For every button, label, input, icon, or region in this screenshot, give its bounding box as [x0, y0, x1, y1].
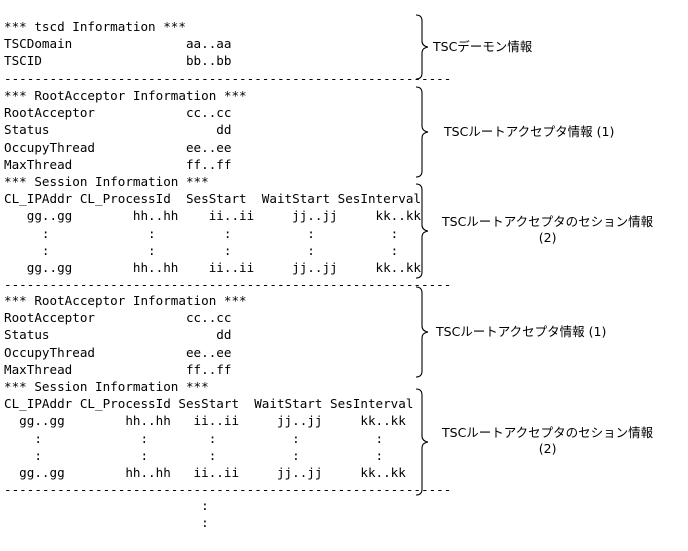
note-session-info-2: TSCルートアクセプタのセション情報 (2) [442, 425, 653, 457]
note-root-acceptor-info-2: TSCルートアクセプタ情報 (1) [436, 324, 606, 340]
ellipsis-line: : [4, 498, 209, 513]
separator-line: ----------------------------------------… [4, 482, 452, 498]
note-text: TSCデーモン情報 [433, 39, 533, 54]
session-ellipsis-row: : : : : : [4, 430, 384, 446]
session-column-headers: CL_IPAddr CL_ProcessId SesStart WaitStar… [4, 191, 422, 207]
status-line: Status dd [4, 327, 232, 343]
ellipsis-line: : [4, 515, 209, 531]
trailing-ellipsis: : : [4, 497, 209, 531]
session-row-first: gg..gg hh..hh ii..ii jj..jj kk..kk [4, 208, 422, 224]
session-row-last: gg..gg hh..hh ii..ii jj..jj kk..kk [4, 465, 406, 481]
session-row-last: gg..gg hh..hh ii..ii jj..jj kk..kk [4, 260, 422, 276]
status-line: Status dd [4, 122, 232, 138]
brace-tscd [415, 14, 429, 80]
root-acceptor-header: *** RootAcceptor Information *** [4, 293, 247, 308]
root-acceptor-header: *** RootAcceptor Information *** [4, 88, 247, 103]
tscd-id-line: TSCID bb..bb [4, 53, 232, 69]
note-tscd-daemon-info: TSCデーモン情報 [433, 39, 532, 55]
tscd-domain-line: TSCDomain aa..aa [4, 36, 232, 52]
brace-session-2 [415, 388, 429, 496]
session-info-block-1: *** Session Information *** CL_IPAddr CL… [4, 173, 451, 293]
max-thread-line: MaxThread ff..ff [4, 156, 232, 172]
session-ellipsis-row: : : : : : [4, 225, 399, 241]
occupy-thread-line: OccupyThread ee..ee [4, 344, 232, 360]
session-info-block-2: *** Session Information *** CL_IPAddr CL… [4, 378, 451, 498]
separator-line: ----------------------------------------… [4, 70, 452, 86]
session-header: *** Session Information *** [4, 174, 209, 189]
session-ellipsis-row: : : : : : [4, 242, 399, 258]
tscd-info-block: *** tscd Information *** TSCDomain aa..a… [4, 18, 451, 87]
root-acceptor-block-1: *** RootAcceptor Information *** RootAcc… [4, 87, 247, 173]
brace-root-acceptor-1 [415, 86, 429, 178]
note-text: (2) [538, 441, 557, 456]
note-session-info-1: TSCルートアクセプタのセション情報 (2) [442, 214, 653, 246]
session-ellipsis-row: : : : : : [4, 447, 384, 463]
note-text: (2) [538, 230, 557, 245]
note-text: TSCルートアクセプタ情報 (1) [436, 324, 607, 339]
root-acceptor-block-2: *** RootAcceptor Information *** RootAcc… [4, 292, 247, 378]
session-column-headers: CL_IPAddr CL_ProcessId SesStart WaitStar… [4, 396, 414, 412]
root-acceptor-line: RootAcceptor cc..cc [4, 310, 232, 326]
note-root-acceptor-info-1: TSCルートアクセプタ情報 (1) [444, 124, 614, 140]
occupy-thread-line: OccupyThread ee..ee [4, 139, 232, 155]
max-thread-line: MaxThread ff..ff [4, 361, 232, 377]
brace-root-acceptor-2 [415, 286, 429, 378]
note-text: TSCルートアクセプタのセション情報 [442, 425, 654, 440]
brace-session-1 [415, 183, 429, 279]
root-acceptor-line: RootAcceptor cc..cc [4, 105, 232, 121]
note-text: TSCルートアクセプタのセション情報 [442, 214, 654, 229]
note-text: TSCルートアクセプタ情報 (1) [444, 124, 615, 139]
session-row-first: gg..gg hh..hh ii..ii jj..jj kk..kk [4, 413, 406, 429]
session-header: *** Session Information *** [4, 379, 209, 394]
separator-line: ----------------------------------------… [4, 277, 452, 293]
tscd-header: *** tscd Information *** [4, 19, 186, 34]
